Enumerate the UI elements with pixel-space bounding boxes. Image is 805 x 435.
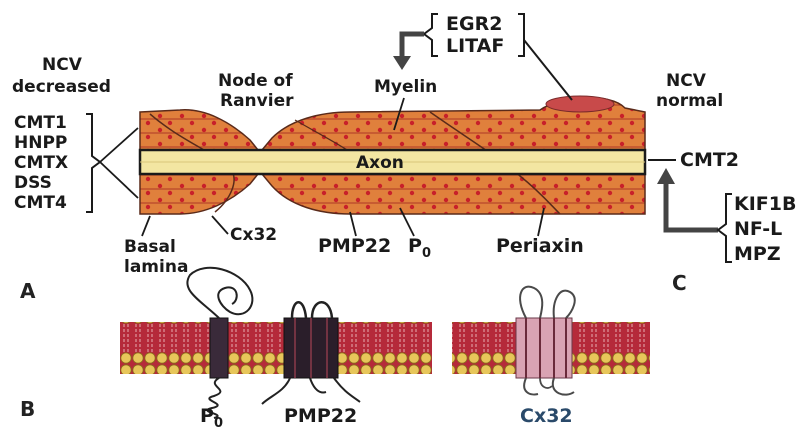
- cmt2-arrow-shaft: [666, 180, 718, 230]
- cx32-protein: [516, 287, 575, 395]
- axon-label: Axon: [356, 153, 404, 173]
- left-genes-brace: [86, 114, 100, 212]
- pmp22-pointer: [350, 212, 356, 236]
- basal-label-line1: Basal: [124, 237, 176, 257]
- cx32-label: Cx32: [230, 225, 277, 245]
- gene-cmt4: CMT4: [14, 193, 67, 213]
- panel-label-c: C: [672, 271, 687, 295]
- pmp22-label: PMP22: [318, 235, 391, 257]
- lipid-bilayer-left: [120, 322, 432, 374]
- protein-label-cx32: Cx32: [520, 405, 573, 427]
- myelin-label: Myelin: [374, 77, 437, 97]
- ncv-decreased-line2: decreased: [12, 77, 111, 97]
- membrane-left: [120, 268, 432, 418]
- gene-egr2: EGR2: [446, 13, 502, 35]
- gene-cmt2: CMT2: [680, 149, 739, 171]
- brace-pointer-top: [100, 128, 138, 162]
- gene-cmt1: CMT1: [14, 113, 67, 133]
- gene-hnpp: HNPP: [14, 133, 67, 153]
- gene-nfl: NF-L: [734, 218, 782, 240]
- ncv-normal-line1: NCV: [666, 71, 707, 91]
- membrane-right: [452, 287, 650, 395]
- ncv-normal-line2: normal: [656, 91, 723, 111]
- myelin-arrow-shaft: [402, 34, 424, 58]
- gene-mpz: MPZ: [734, 243, 781, 265]
- node-label-line1: Node of: [218, 71, 293, 91]
- gene-cmtx: CMTX: [14, 153, 68, 173]
- p0-label: P0: [408, 235, 431, 261]
- gene-dss: DSS: [14, 173, 52, 193]
- panel-label-a: A: [20, 279, 36, 303]
- myelin-left-lower: [140, 174, 258, 214]
- right-genes-brace: [718, 194, 732, 262]
- cmt2-arrow-icon: [657, 168, 675, 184]
- basal-pointer: [142, 216, 150, 236]
- basal-label-line2: lamina: [124, 257, 188, 277]
- periaxin-label: Periaxin: [496, 235, 584, 257]
- schwann-nucleus: [546, 96, 614, 112]
- protein-label-pmp22: PMP22: [284, 405, 357, 427]
- ncv-decreased-line1: NCV: [42, 55, 83, 75]
- cx32-pointer: [212, 216, 228, 234]
- panel-label-b: B: [20, 397, 35, 421]
- node-label-line2: Ranvier: [220, 91, 294, 111]
- protein-label-p0: P0: [200, 405, 223, 431]
- myelin-left-upper: [140, 110, 258, 150]
- top-genes-bracket: [424, 14, 438, 56]
- myelin-arrow-icon: [393, 56, 411, 70]
- top-genes-bracket-right: [518, 14, 524, 56]
- gene-kif1b: KIF1B: [734, 193, 796, 215]
- gene-litaf: LITAF: [446, 35, 504, 57]
- myelin-right-lower: [262, 174, 645, 214]
- top-genes-pointer: [524, 40, 572, 100]
- brace-pointer-bottom: [100, 162, 138, 198]
